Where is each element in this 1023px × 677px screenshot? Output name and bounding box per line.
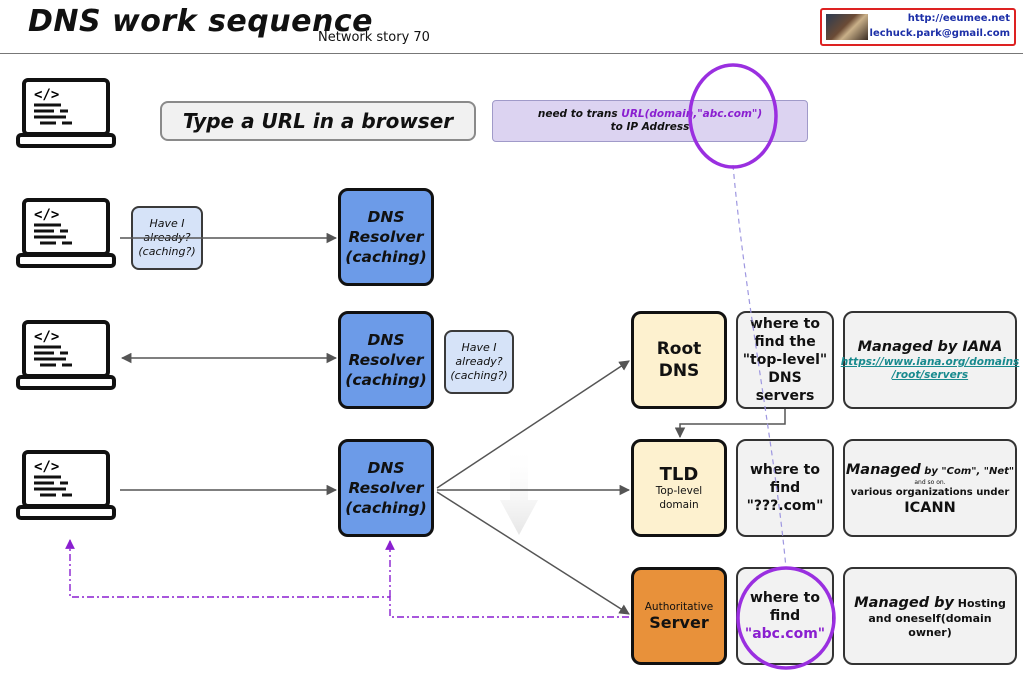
where-line: where to <box>750 461 820 478</box>
root-dns-server: Root DNS <box>631 311 727 409</box>
resolver-line: Resolver <box>348 227 424 246</box>
translate-note: need to trans URL(domain,"abc.com") to I… <box>492 100 808 142</box>
header-divider <box>0 53 1023 54</box>
domain-highlight-circle <box>688 63 778 169</box>
arrow-resolver-to-root <box>436 360 630 489</box>
managed-by: Managed by <box>854 595 954 612</box>
iana-link[interactable]: /root/servers <box>891 369 969 382</box>
cache-line: Have I <box>149 216 185 230</box>
contact-url[interactable]: http://eeumee.net <box>907 13 1010 24</box>
dns-resolver: DNS Resolver (caching) <box>338 439 434 537</box>
cache-line: (caching?) <box>138 245 196 259</box>
svg-text:</>: </> <box>34 87 59 103</box>
author-photo <box>826 14 868 40</box>
dns-resolver: DNS Resolver (caching) <box>338 311 434 409</box>
contact-email[interactable]: lechuck.park@gmail.com <box>869 28 1010 39</box>
managed-by: by "Com", "Net" <box>920 465 1015 477</box>
lavender-dashed-link <box>732 164 787 569</box>
page-subtitle: Network story 70 <box>318 30 430 45</box>
resolver-line: Resolver <box>348 350 424 369</box>
contact-card: http://eeumee.net lechuck.park@gmail.com <box>820 8 1016 46</box>
translate-note-text: need to trans <box>537 107 622 120</box>
authoritative-server: Authoritative Server <box>631 567 727 665</box>
laptop-icon: </> <box>16 320 116 390</box>
cache-line: (caching?) <box>450 369 508 383</box>
cache-check-bubble: Have I already? (caching?) <box>444 330 514 394</box>
resolver-line: (caching) <box>345 248 427 267</box>
resolver-line: (caching) <box>345 371 427 390</box>
resolver-line: Resolver <box>348 478 424 497</box>
tld-where-note: where to find "???.com" <box>736 439 834 537</box>
laptop-icon: </> <box>16 450 116 520</box>
resolver-line: DNS <box>367 330 405 349</box>
svg-text:</>: </> <box>34 207 59 223</box>
domain-highlight-circle <box>736 566 836 670</box>
type-url-step: Type a URL in a browser <box>160 101 476 141</box>
purple-return-to-laptop <box>65 539 629 618</box>
managed-line: various organizations under <box>850 486 1010 498</box>
managed-title: Managed by IANA <box>857 338 1003 355</box>
where-line: DNS <box>768 370 802 387</box>
laptop-icon: </> <box>16 198 116 268</box>
iana-link[interactable]: https://www.iana.org/domains <box>840 355 1020 368</box>
svg-text:</>: </> <box>34 329 59 345</box>
cache-line: already? <box>455 354 503 368</box>
tld-title: TLD <box>659 463 699 485</box>
auth-line: Authoritative <box>644 600 714 613</box>
tld-sub: Top-level <box>655 484 703 497</box>
auth-managed-note: Managed by Hosting and oneself(domain ow… <box>843 567 1017 665</box>
managed-hosting: Hosting <box>953 597 1006 611</box>
resolver-line: DNS <box>367 458 405 477</box>
where-line: find the <box>754 333 816 350</box>
resolver-line: (caching) <box>345 499 427 518</box>
svg-text:</>: </> <box>34 459 59 475</box>
dns-resolver: DNS Resolver (caching) <box>338 188 434 286</box>
managed-word: Managed <box>845 461 921 478</box>
where-line: find <box>769 607 801 624</box>
tld-sub: domain <box>659 498 699 511</box>
where-line: servers <box>755 388 815 405</box>
resolver-line: DNS <box>367 207 405 226</box>
where-domain: "abc.com" <box>744 626 826 643</box>
where-line: where to <box>750 315 820 332</box>
translate-note-line2: to IP Address <box>610 121 690 133</box>
cache-line: Have I <box>461 340 497 354</box>
root-line: Root <box>656 338 702 359</box>
where-line: where to <box>750 589 820 606</box>
tld-server: TLD Top-level domain <box>631 439 727 537</box>
tld-managed-note: Managed by "Com", "Net" and so on. vario… <box>843 439 1017 537</box>
managed-line: ICANN <box>904 500 956 516</box>
arrow-root-to-tld <box>674 409 786 439</box>
managed-soon: and so on. <box>914 479 946 486</box>
arrow-resolver-to-auth <box>436 491 630 615</box>
root-managed-note: Managed by IANA https://www.iana.org/dom… <box>840 311 1020 409</box>
page-title: DNS work sequence <box>28 4 373 39</box>
where-line: "top-level" <box>742 351 828 368</box>
root-where-note: where to find the "top-level" DNS server… <box>736 311 834 409</box>
laptop-icon: </> <box>16 78 116 148</box>
root-line: DNS <box>658 361 700 381</box>
where-line: find <box>769 479 801 496</box>
auth-line: Server <box>649 612 709 632</box>
managed-line: and oneself(domain owner) <box>868 612 992 640</box>
where-line: "???.com" <box>746 498 824 515</box>
